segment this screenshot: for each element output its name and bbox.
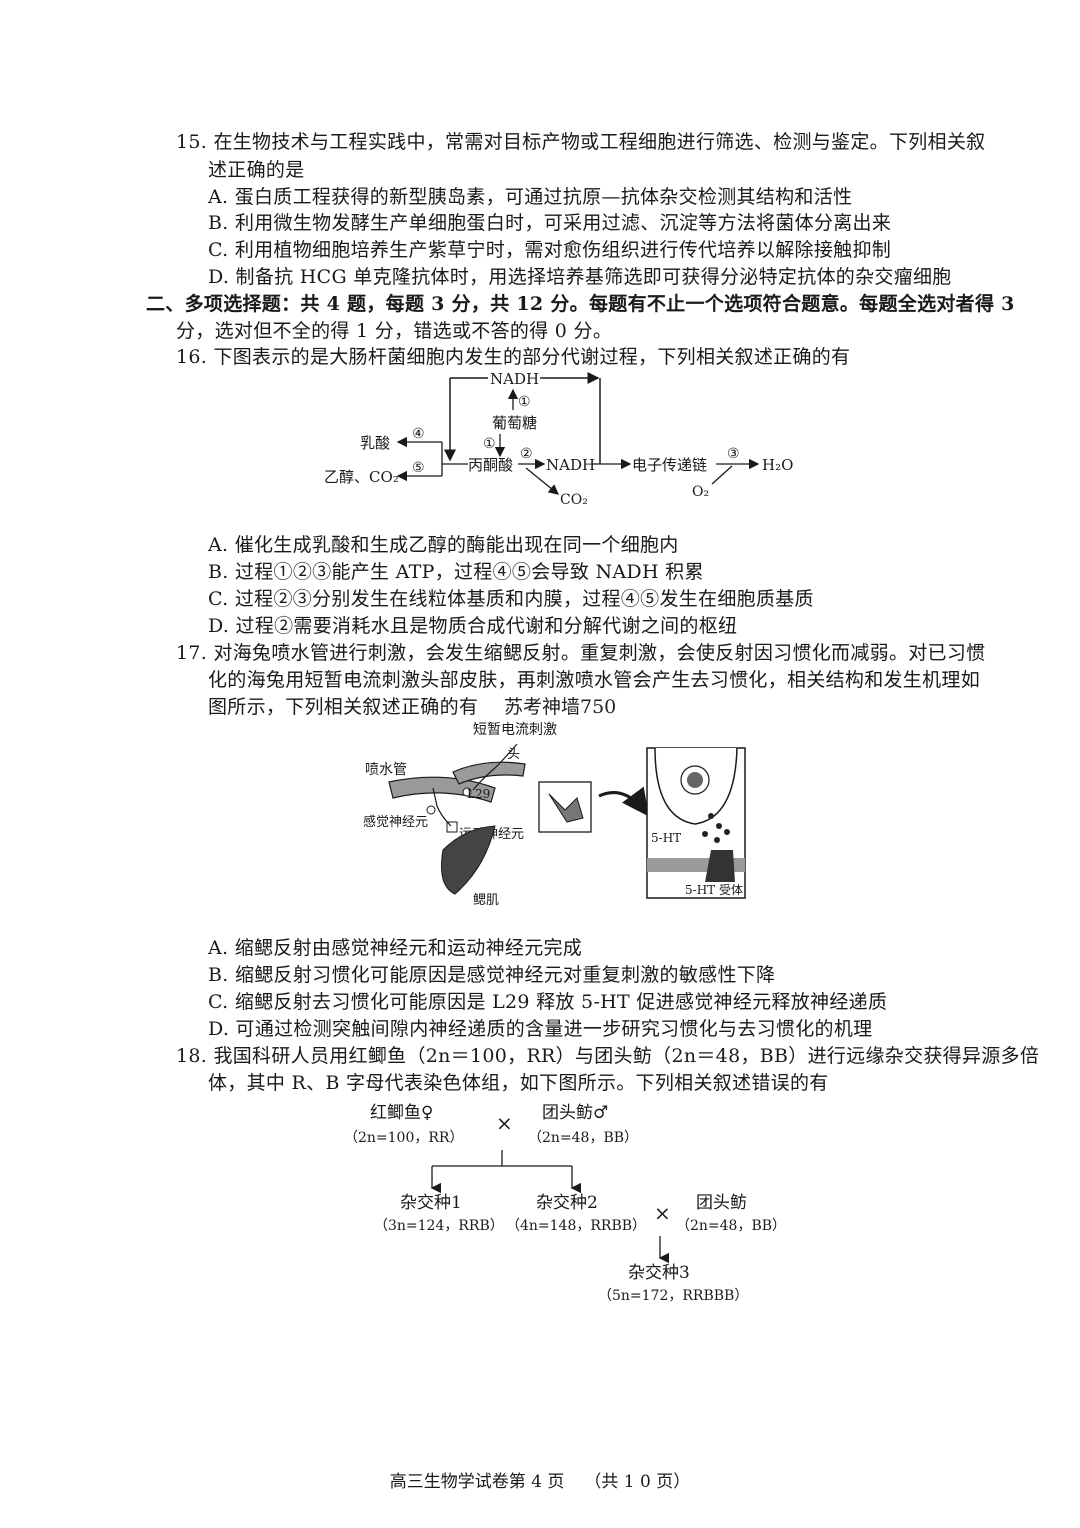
hybrid-2-karyotype: （4n=148，RRBB） (506, 1218, 646, 1234)
gill-muscle-label: 鳃肌 (473, 893, 499, 908)
hybrid-1-karyotype: （3n=124，RRB） (374, 1218, 504, 1234)
lactic-acid-label: 乳酸 (360, 434, 390, 452)
parent-male-karyotype: （2n=48，BB） (528, 1130, 638, 1146)
q17-option-c: C. 缩鳃反射去习惯化可能原因是 L29 释放 5-HT 促进感觉神经元释放神经… (208, 991, 888, 1013)
parent-3: 团头鲂 (696, 1193, 747, 1213)
co2-label: CO₂ (560, 492, 588, 508)
watermark-label: 苏考神墙750 (504, 696, 617, 718)
footer-total-pages: （共 1 0 页） (584, 1472, 691, 1492)
cross-symbol-1: × (496, 1111, 513, 1135)
section2-heading-1: 二、多项选择题：共 4 题，每题 3 分，共 12 分。每题有不止一个选项符合题… (146, 293, 1015, 315)
page-footer: 高三生物学试卷第 4 页 （共 1 0 页） (0, 1467, 1080, 1492)
q15-stem-2: 述正确的是 (208, 159, 305, 181)
step-1b-label: ① (483, 436, 496, 452)
pyruvate-label: 丙酮酸 (468, 456, 513, 474)
q17-stem-2: 化的海兔用短暂电流刺激头部皮肤，再刺激喷水管会产生去习惯化，相关结构和发生机理如 (208, 669, 981, 691)
hybrid-3-karyotype: （5n=172，RRBBB） (598, 1288, 748, 1304)
parent-female: 红鲫鱼♀ (370, 1103, 433, 1123)
parent-3-karyotype: （2n=48，BB） (676, 1218, 786, 1234)
cross-symbol-2: × (654, 1201, 671, 1225)
q17-stem-3: 图所示，下列相关叙述正确的有 (208, 696, 479, 718)
step-5-label: ⑤ (412, 460, 425, 476)
parent-male: 团头鲂♂ (542, 1103, 608, 1123)
o2-label: O₂ (692, 484, 709, 500)
aplysia-diagram: 短暂电流刺激 头 喷水管 L29 感觉神经元 运动神经元 鳃肌 (363, 721, 746, 908)
ethanol-label: 乙醇、CO₂ (324, 468, 399, 486)
nadh-top-label: NADH (490, 370, 539, 388)
stimulus-label: 短暂电流刺激 (473, 721, 557, 738)
5ht-receptor-label: 5-HT 受体 (685, 883, 743, 897)
q15-option-d: D. 制备抗 HCG 单克隆抗体时，用选择培养基筛选即可获得分泌特定抗体的杂交瘤… (208, 266, 952, 288)
h2o-label: H₂O (762, 456, 793, 474)
footer-page-number: 高三生物学试卷第 4 页 (389, 1472, 565, 1492)
q17-option-b: B. 缩鳃反射习惯化可能原因是感觉神经元对重复刺激的敏感性下降 (208, 964, 776, 986)
l29-label: L29 (467, 787, 490, 801)
etc-label: 电子传递链 (632, 456, 707, 474)
hybrid-2: 杂交种2 (536, 1193, 598, 1213)
section2-heading-2: 分，选对但不全的得 1 分，错选或不答的得 0 分。 (176, 320, 613, 342)
sensory-neuron-label: 感觉神经元 (363, 814, 428, 830)
hybrid-3: 杂交种3 (628, 1263, 690, 1283)
q15-option-a: A. 蛋白质工程获得的新型胰岛素，可通过抗原—抗体杂交检测其结构和活性 (208, 186, 853, 208)
q15-option-c: C. 利用植物细胞培养生产紫草宁时，需对愈伤组织进行传代培养以解除接触抑制 (208, 239, 892, 261)
siphon-label: 喷水管 (365, 762, 407, 778)
q16-option-c: C. 过程②③分别发生在线粒体基质和内膜，过程④⑤发生在细胞质基质 (208, 588, 814, 610)
q17-option-a: A. 缩鳃反射由感觉神经元和运动神经元完成 (208, 937, 583, 959)
q16-option-a: A. 催化生成乳酸和生成乙醇的酶能出现在同一个细胞内 (208, 534, 679, 556)
q16-stem: 16. 下图表示的是大肠杆菌细胞内发生的部分代谢过程，下列相关叙述正确的有 (176, 346, 851, 368)
glucose-label: 葡萄糖 (492, 414, 537, 432)
step-3-label: ③ (727, 446, 740, 462)
q17-stem-1: 17. 对海兔喷水管进行刺激，会发生缩鳃反射。重复刺激，会使反射因习惯化而减弱。… (176, 642, 986, 664)
nadh-mid-label: NADH (546, 456, 595, 474)
5ht-label: 5-HT (651, 831, 681, 845)
hybrid-1: 杂交种1 (400, 1193, 462, 1213)
q15-stem-1: 15. 在生物技术与工程实践中，常需对目标产物或工程细胞进行筛选、检测与鉴定。下… (176, 131, 986, 153)
head-label: 头 (507, 747, 520, 762)
q16-option-d: D. 过程②需要消耗水且是物质合成代谢和分解代谢之间的枢纽 (208, 615, 738, 637)
step-1a-label: ① (518, 394, 531, 410)
step-4-label: ④ (412, 426, 425, 442)
q18-stem-1: 18. 我国科研人员用红鲫鱼（2n＝100，RR）与团头鲂（2n＝48，BB）进… (176, 1045, 1040, 1067)
hybridization-diagram: 红鲫鱼♀ （2n=100，RR） × 团头鲂♂ （2n=48，BB） 杂交种1 … (344, 1103, 786, 1304)
q16-option-b: B. 过程①②③能产生 ATP，过程④⑤会导致 NADH 积累 (208, 561, 704, 583)
q18-stem-2: 体，其中 R、B 字母代表染色体组，如下图所示。下列相关叙述错误的有 (208, 1072, 829, 1094)
metabolism-diagram: NADH ① 葡萄糖 ① ④ 乳酸 ⑤ 乙醇、CO₂ 丙酮酸 ② CO₂ NAD… (324, 370, 793, 508)
q15-option-b: B. 利用微生物发酵生产单细胞蛋白时，可采用过滤、沉淀等方法将菌体分离出来 (208, 212, 892, 234)
step-2-label: ② (520, 446, 533, 462)
parent-female-karyotype: （2n=100，RR） (344, 1130, 463, 1146)
q17-option-d: D. 可通过检测突触间隙内神经递质的含量进一步研究习惯化与去习惯化的机理 (208, 1018, 873, 1040)
